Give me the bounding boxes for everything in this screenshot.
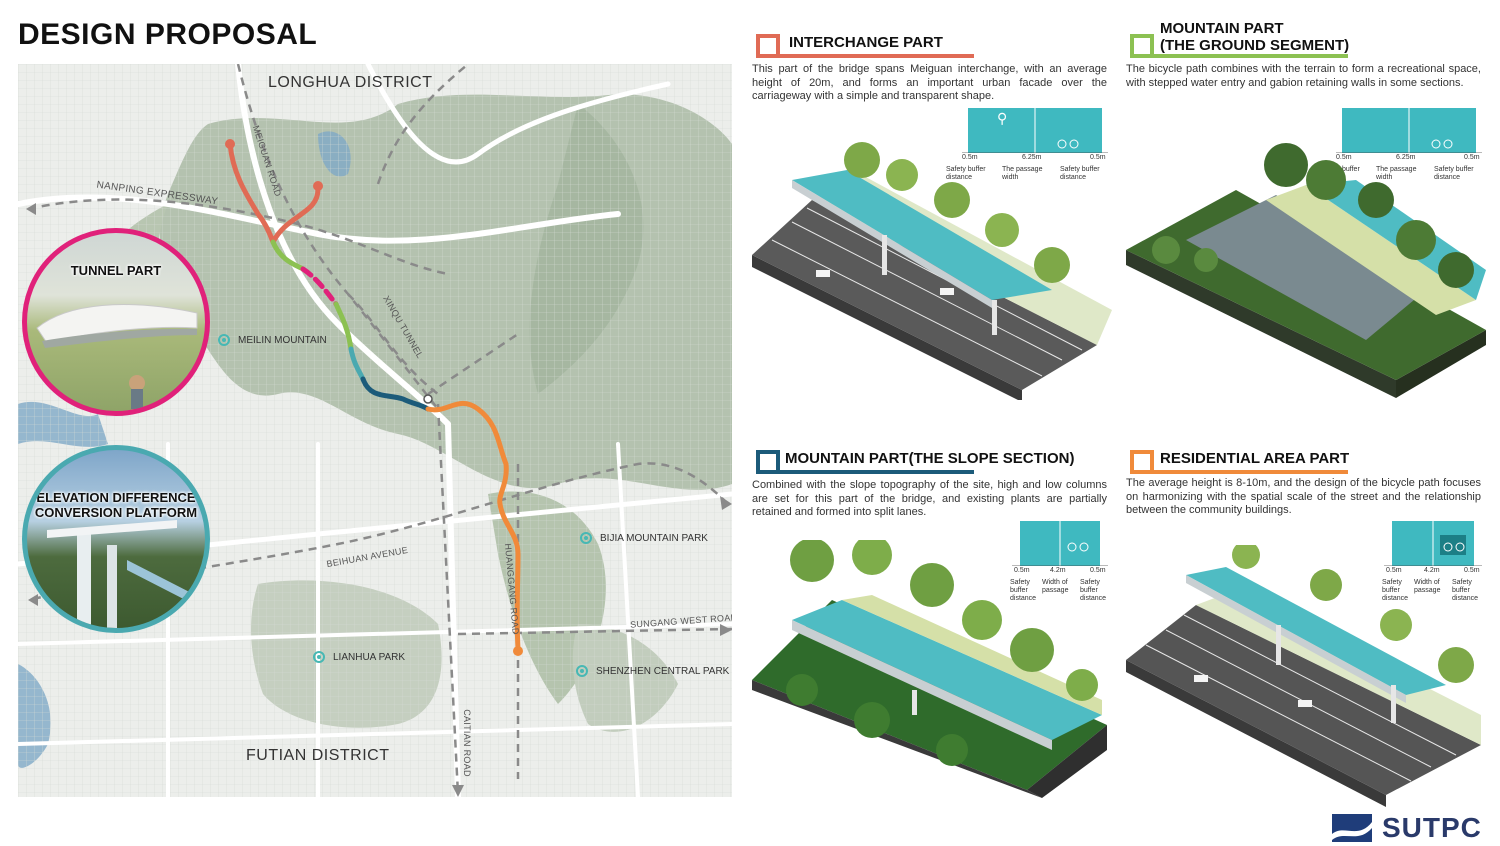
page-title: DESIGN PROPOSAL — [18, 18, 318, 51]
interchange-description: This part of the bridge spans Meiguan in… — [752, 63, 1107, 102]
interchange-section-diagram: ⚲ 0.5m 6.25m 0.5m Safety buffer distance… — [946, 108, 1108, 188]
residential-axonometric-render — [1126, 545, 1481, 807]
ground-axonometric-render — [1126, 143, 1486, 398]
map-canvas — [18, 64, 732, 797]
elevation-platform-callout: ELEVATION DIFFERENCE CONVERSION PLATFORM — [22, 445, 210, 633]
slope-description: Combined with the slope topography of th… — [752, 479, 1107, 518]
road-label-caitian: CAITIAN ROAD — [461, 709, 472, 777]
tunnel-render-image — [36, 304, 198, 409]
ground-underline — [1152, 54, 1348, 58]
residential-underline — [1152, 470, 1348, 474]
slope-axonometric-render — [752, 540, 1107, 798]
sutpc-logo: SUTPC — [1332, 812, 1482, 844]
poi-bijia: BIJIA MOUNTAIN PARK — [580, 532, 708, 544]
route-map: LONGHUA DISTRICT FUTIAN DISTRICT NANPING… — [18, 64, 732, 797]
tunnel-part-callout: TUNNEL PART — [22, 228, 210, 416]
slope-title: MOUNTAIN PART(THE SLOPE SECTION) — [785, 450, 1075, 467]
interchange-underline — [778, 54, 974, 58]
ground-title-line1: MOUNTAIN PART — [1160, 20, 1284, 37]
residential-section-diagram: 0.5m 4.2m 0.5m Safety buffer distance Wi… — [1382, 521, 1482, 611]
poi-marker-icon — [580, 532, 592, 544]
poi-marker-icon — [313, 651, 325, 663]
svg-text:⚲: ⚲ — [997, 111, 1007, 127]
tunnel-part-title: TUNNEL PART — [70, 263, 162, 278]
interchange-axonometric-render — [752, 142, 1112, 400]
poi-marker-icon — [576, 665, 588, 677]
residential-title: RESIDENTIAL AREA PART — [1160, 450, 1350, 467]
residential-color-icon — [1130, 450, 1154, 474]
sutpc-logo-icon — [1332, 814, 1372, 842]
slope-underline — [778, 470, 974, 474]
slope-section-diagram: 0.5m 4.2m 0.5m Safety buffer distance Wi… — [1010, 521, 1108, 611]
residential-description: The average height is 8-10m, and the des… — [1126, 477, 1481, 516]
district-label-south: FUTIAN DISTRICT — [246, 747, 390, 764]
poi-lianhua: LIANHUA PARK — [313, 651, 405, 663]
ground-section-diagram: 0.5m 6.25m 0.5m buffer The passage width… — [1336, 108, 1482, 188]
district-label-north: LONGHUA DISTRICT — [268, 74, 433, 91]
interchange-color-icon — [756, 34, 780, 58]
poi-marker-icon — [218, 334, 230, 346]
poi-meilin: MEILIN MOUNTAIN — [218, 334, 327, 346]
ground-description: The bicycle path combines with the terra… — [1126, 63, 1481, 89]
poi-central-park: SHENZHEN CENTRAL PARK — [576, 665, 729, 677]
ground-color-icon — [1130, 34, 1154, 58]
platform-render-image — [47, 520, 205, 628]
sutpc-logo-text: SUTPC — [1382, 812, 1482, 843]
interchange-title: INTERCHANGE PART — [789, 34, 943, 51]
slope-color-icon — [756, 450, 780, 474]
elevation-platform-title: ELEVATION DIFFERENCE CONVERSION PLATFORM — [34, 490, 198, 520]
ground-title-line2: (THE GROUND SEGMENT) — [1160, 37, 1350, 54]
